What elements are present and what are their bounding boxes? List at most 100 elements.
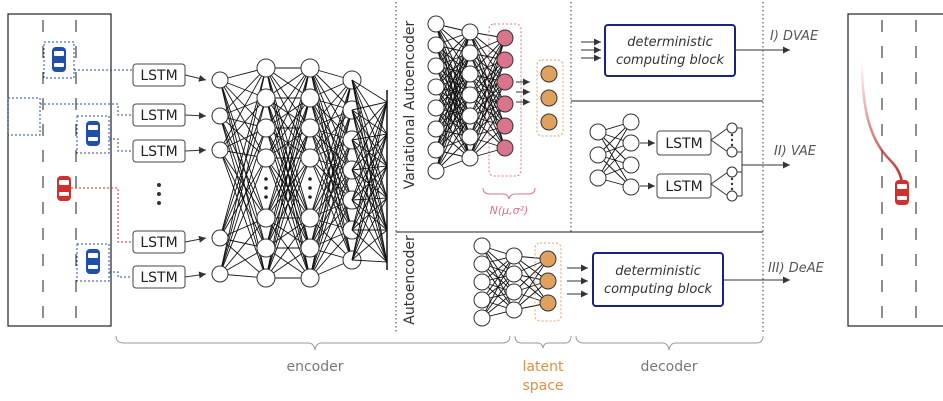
neuron-node (496, 117, 514, 135)
neuron-node (496, 51, 514, 69)
neuron-node (211, 265, 229, 283)
encoder-brace (115, 335, 511, 351)
neuron-node (427, 99, 445, 117)
deterministic-block (604, 24, 736, 77)
lstm-cell: LSTM (132, 103, 186, 127)
neuron-node (300, 58, 320, 78)
lstm-label: LSTM (665, 179, 702, 195)
lstm-cell: LSTM (132, 139, 186, 163)
ellipsis-dots (157, 183, 161, 205)
neuron-node (300, 268, 320, 288)
neuron-node (300, 118, 320, 138)
neuron-node (496, 95, 514, 113)
neuron-node (256, 268, 276, 288)
neuron-node (256, 148, 276, 168)
input-road-scene (7, 13, 112, 327)
neuron-node (726, 166, 738, 178)
latent-label-line1: latent (523, 359, 564, 375)
neuron-node (427, 162, 445, 180)
lstm-label: LSTM (665, 136, 702, 152)
neuron-node (726, 122, 738, 134)
neuron-node (461, 107, 479, 125)
neuron-node (461, 128, 479, 146)
neuron-node (540, 113, 558, 131)
encoder-lstm-stack: LSTM LSTM LSTM LSTM LSTM (132, 63, 186, 289)
neuron-node (427, 120, 445, 138)
neuron-node (589, 169, 607, 187)
neuron-node (539, 250, 557, 268)
latent-brace (514, 335, 572, 349)
lstm-cell: LSTM (132, 230, 186, 254)
lstm-cell: LSTM (132, 63, 186, 87)
blue-car-icon (76, 243, 110, 282)
neuron-node (427, 57, 445, 75)
neuron-node (726, 190, 738, 202)
decoder-brace (575, 335, 764, 351)
block-line2: computing block (616, 53, 725, 68)
neuron-node (211, 229, 229, 247)
lstm-cell: LSTM (132, 265, 186, 289)
distribution-box (488, 23, 522, 177)
blue-car-icon (76, 115, 110, 154)
neuron-node (427, 36, 445, 54)
deae-decoder: deterministic computing block (567, 252, 790, 307)
neuron-node (256, 208, 276, 228)
dvae-decoder: deterministic computing block (581, 24, 790, 77)
neuron-node (539, 272, 557, 290)
lstm-label: LSTM (140, 108, 177, 124)
neuron-node (539, 294, 557, 312)
vehicle-connectors (40, 69, 132, 278)
neuron-node (461, 44, 479, 62)
lstm-label: LSTM (140, 235, 177, 251)
lstm-cell: LSTM (656, 130, 712, 156)
neuron-node (300, 238, 320, 258)
neuron-node (726, 146, 738, 158)
neuron-node (473, 309, 491, 327)
lstm-cell: LSTM (656, 173, 712, 199)
neuron-node (473, 273, 491, 291)
neuron-node (427, 15, 445, 33)
block-line1: deterministic (627, 35, 712, 50)
neuron-node (496, 29, 514, 47)
neuron-node (622, 134, 640, 152)
output-label-vae: II) VAE (774, 144, 817, 159)
vae-latent-box (536, 59, 564, 137)
neuron-node (473, 255, 491, 273)
ae-network (473, 237, 557, 327)
output-road-scene (847, 13, 943, 327)
decoder-label: decoder (640, 359, 697, 375)
encoder-label: encoder (286, 359, 343, 375)
output-label-dvae: I) DVAE (770, 29, 819, 44)
distribution-label: N(μ,σ²) (490, 204, 529, 217)
red-car-icon (57, 176, 71, 201)
road-border (847, 13, 943, 327)
neuron-node (211, 71, 229, 89)
block-line2: computing block (604, 282, 713, 297)
neuron-node (461, 149, 479, 167)
vae-network (427, 15, 558, 180)
neuron-node (300, 208, 320, 228)
neuron-node (496, 73, 514, 91)
ae-latent-box (534, 242, 562, 322)
blue-car-icon (43, 41, 75, 79)
neuron-node (211, 107, 229, 125)
neuron-node (505, 247, 523, 265)
neuron-node (473, 237, 491, 255)
neuron-node (622, 156, 640, 174)
neuron-node (427, 141, 445, 159)
output-label-deae: III) DeAE (768, 261, 825, 276)
neuron-node (256, 58, 276, 78)
neuron-node (473, 291, 491, 309)
distribution-brace (482, 187, 536, 200)
neuron-node (505, 265, 523, 283)
neuron-node (461, 86, 479, 104)
bottom-braces (115, 335, 764, 351)
red-car-icon (895, 180, 909, 205)
neuron-node (622, 178, 640, 196)
neuron-node (461, 65, 479, 83)
neuron-node (211, 141, 229, 159)
neuron-node (427, 78, 445, 96)
neuron-node (300, 148, 320, 168)
